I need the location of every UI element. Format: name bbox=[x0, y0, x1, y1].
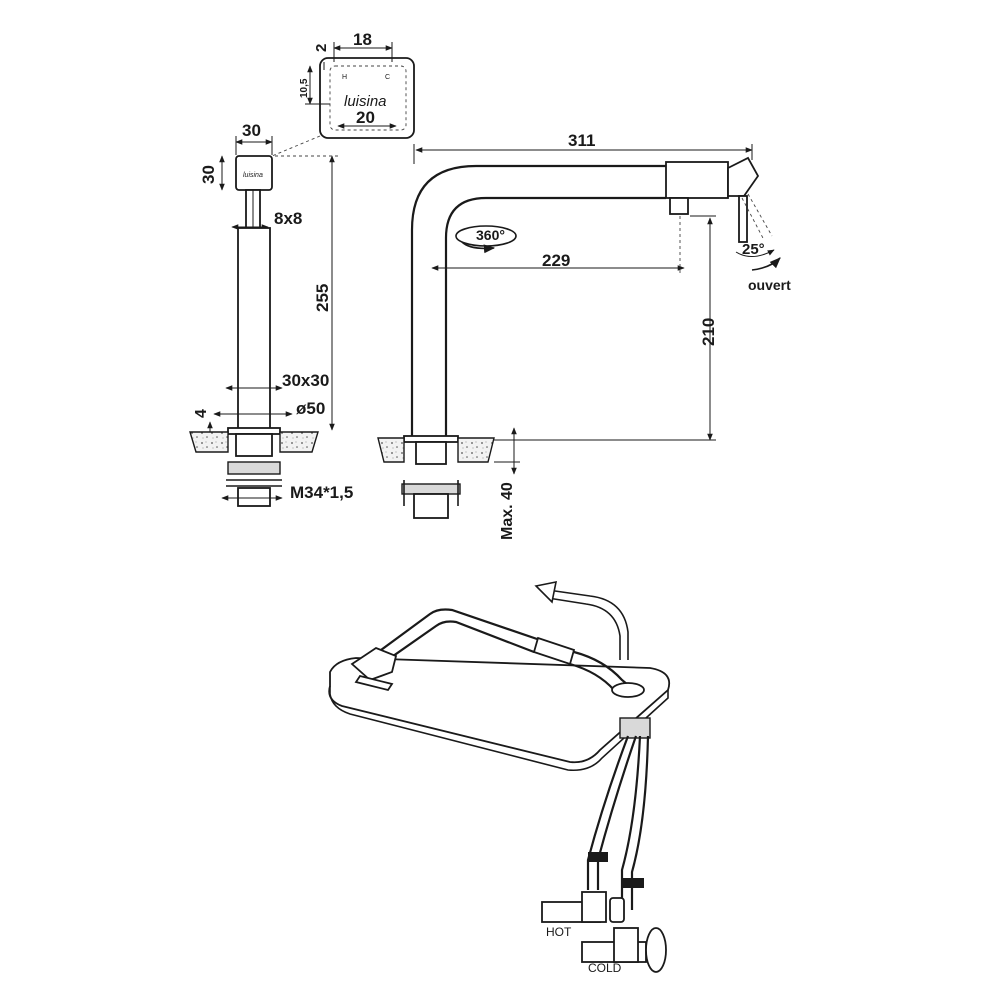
side-countertop-right bbox=[457, 437, 495, 463]
front-countertop bbox=[189, 431, 229, 453]
install-rotation-head bbox=[534, 580, 558, 604]
dim-20-label: 20 bbox=[356, 108, 375, 127]
front-thread bbox=[237, 487, 271, 507]
dim-30x30-label: 30x30 bbox=[282, 371, 329, 390]
dim-311-label: 311 bbox=[568, 131, 595, 150]
dim-105-label: 10,5 bbox=[299, 78, 310, 98]
dim-18-label: 18 bbox=[353, 30, 372, 49]
handle-leader bbox=[271, 135, 321, 157]
lever-open-label: ouvert bbox=[748, 277, 791, 293]
install-cold-label: COLD bbox=[588, 961, 622, 975]
side-view: 311 360° 229 210 25° ouvert Max. 40 bbox=[377, 131, 791, 540]
front-nut bbox=[227, 461, 281, 475]
side-countertop-left bbox=[377, 437, 405, 463]
dim-229-label: 229 bbox=[542, 251, 570, 270]
side-shank bbox=[415, 441, 447, 465]
install-spout-hose-b bbox=[569, 662, 615, 691]
installation-view: HOT COLD bbox=[328, 580, 671, 975]
side-spout-head bbox=[665, 161, 729, 199]
install-hot-tag bbox=[588, 852, 608, 862]
dim-2-label: 2 bbox=[313, 44, 330, 52]
dim-30h-label: 30 bbox=[199, 165, 218, 184]
lever-angle-label: 25° bbox=[742, 241, 765, 258]
side-lever-open-dash bbox=[747, 193, 773, 237]
dim-max40-label: Max. 40 bbox=[499, 482, 516, 540]
install-sink-plate-edge bbox=[329, 686, 669, 772]
install-hose-cold bbox=[620, 735, 642, 910]
install-spout-body bbox=[532, 636, 576, 666]
side-lever-stem bbox=[738, 195, 748, 243]
handle-letter-c: C bbox=[385, 74, 390, 81]
dim-210-label: 210 bbox=[699, 318, 718, 346]
front-column bbox=[237, 227, 271, 431]
dim-8x8-label: 8x8 bbox=[274, 209, 302, 228]
install-cold-valve-knob bbox=[645, 927, 667, 973]
side-nut bbox=[401, 483, 461, 495]
front-body-logo: luisina bbox=[243, 172, 263, 179]
install-spout-hose bbox=[573, 650, 635, 691]
handle-brand-logo: luisina bbox=[344, 93, 387, 110]
install-cold-tag bbox=[622, 878, 644, 888]
lever-angle-arc bbox=[735, 249, 775, 257]
install-hot-valve-knob bbox=[609, 897, 625, 923]
side-aerator bbox=[669, 197, 689, 215]
side-lever-body bbox=[727, 156, 760, 197]
handle-detail-outer bbox=[319, 57, 415, 139]
install-rotation-arrow-b bbox=[547, 597, 621, 660]
dim-255-label: 255 bbox=[313, 284, 332, 312]
install-hot-label: HOT bbox=[546, 925, 572, 939]
dim-m34-label: M34*1,5 bbox=[290, 483, 353, 502]
handle-detail: H C luisina 18 2 10,5 20 bbox=[271, 30, 415, 157]
install-lever bbox=[354, 674, 394, 692]
front-countertop-right bbox=[279, 431, 319, 453]
side-lever-open-dash-b bbox=[741, 197, 765, 241]
install-spout-base bbox=[611, 682, 645, 698]
dim-50-label: ø50 bbox=[296, 399, 325, 418]
side-spout-inner bbox=[444, 196, 666, 436]
handle-detail-inner bbox=[329, 65, 407, 131]
side-thread bbox=[413, 493, 449, 519]
install-hose-hot-b bbox=[596, 735, 638, 890]
front-shank bbox=[235, 433, 273, 457]
install-shank bbox=[619, 717, 651, 739]
handle-letter-h: H bbox=[342, 74, 347, 81]
install-rotation-arrow bbox=[547, 589, 629, 660]
front-view: luisina 30 30 8x8 255 30x30 ø50 4 bbox=[189, 121, 353, 507]
rotation-label: 360° bbox=[476, 227, 505, 243]
dim-30w-label: 30 bbox=[242, 121, 261, 140]
install-spout-inner bbox=[375, 620, 535, 669]
lever-open-arrow bbox=[751, 257, 781, 271]
install-spout-outer bbox=[361, 608, 541, 665]
install-hot-valve-body bbox=[581, 891, 607, 923]
rotation-arrow bbox=[461, 241, 496, 254]
side-spout-outer bbox=[410, 164, 666, 436]
install-cold-valve-body bbox=[613, 927, 639, 963]
install-hose-cold-b bbox=[630, 735, 650, 910]
install-sink-plate bbox=[328, 657, 671, 764]
dim-4-label: 4 bbox=[193, 409, 210, 418]
